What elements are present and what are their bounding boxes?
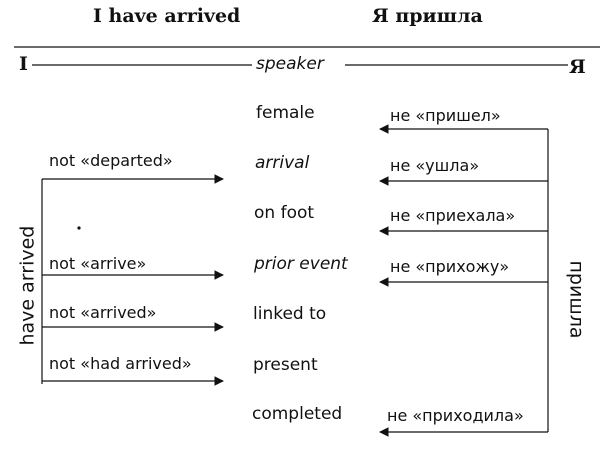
feature-prior-event: prior event	[254, 254, 348, 274]
stray-dot	[77, 226, 81, 230]
right-label-1: не «пришел»	[390, 106, 501, 125]
left-label-had-arrived: not «had arrived»	[49, 354, 192, 373]
right-label-4: не «прихожу»	[390, 257, 510, 276]
feature-linked-to: linked to	[253, 304, 327, 324]
axis-left-end: I	[19, 53, 28, 75]
axis-center-label: speaker	[256, 54, 324, 74]
left-label-departed: not «departed»	[49, 151, 173, 170]
right-bracket-label: пришла	[565, 260, 588, 339]
feature-female: female	[256, 103, 315, 123]
right-label-2: не «ушла»	[390, 156, 480, 175]
feature-arrival: arrival	[255, 153, 310, 173]
right-label-3: не «приехала»	[390, 206, 516, 225]
left-label-arrive: not «arrive»	[49, 254, 147, 273]
left-title: I have arrived	[93, 5, 241, 27]
feature-on-foot: on foot	[254, 203, 315, 223]
right-title: Я пришла	[372, 5, 483, 27]
feature-completed: completed	[252, 404, 343, 424]
left-bracket-label: have arrived	[16, 225, 39, 346]
axis-right-end: Я	[569, 56, 586, 78]
left-label-arrived: not «arrived»	[49, 303, 157, 322]
feature-present: present	[253, 355, 318, 375]
right-label-5: не «приходила»	[387, 406, 524, 425]
